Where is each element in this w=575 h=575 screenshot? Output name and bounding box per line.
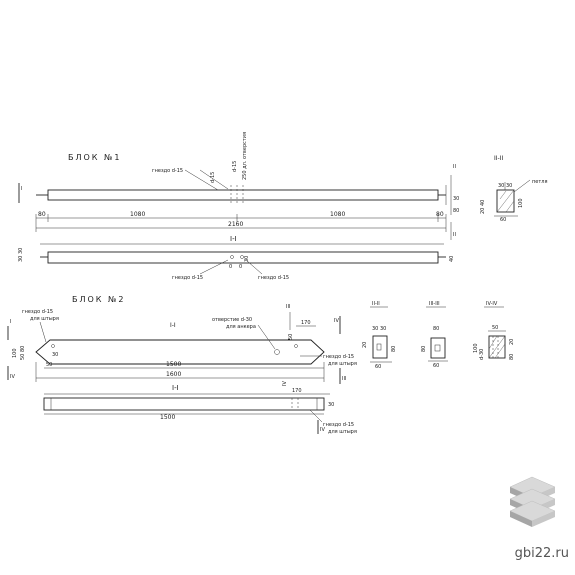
block1-section-tag: петля <box>532 179 547 185</box>
block2-mark-top: III <box>286 304 290 310</box>
block1-hole-label-small: d-15 <box>210 172 216 183</box>
block1-plan-mid-dim-3: 30 <box>244 256 250 262</box>
block1-elevation: I II 30 80 <box>18 164 459 215</box>
block1-section-mark-left: I <box>21 186 22 192</box>
block2-plan-beam <box>43 397 325 411</box>
block1-plan-label: I-I <box>230 235 237 243</box>
block2-dimensions: 50 1500 1600 III <box>35 361 346 384</box>
block1-dimensions: 80 1080 1080 80 2160 II <box>35 211 456 240</box>
block2-mark-left: I <box>10 319 11 325</box>
block1-dim-left: 80 <box>38 211 46 218</box>
block1-plan: I-I 30 30 40 0 0 30 гнездо d-15 гнездо d… <box>18 235 455 281</box>
block2-title: БЛОК №2 <box>72 295 125 304</box>
block1-section-dim-bottom: 60 <box>500 217 506 223</box>
block2-dim-1500: 1500 <box>166 361 181 368</box>
block2-elevation: 30 100 50 80 IV <box>7 339 325 380</box>
block2-sec-a-dim-top: 30 30 <box>372 326 386 332</box>
block1-dim-right: 80 <box>436 211 444 218</box>
block1-dim-left-half: 1080 <box>130 211 145 218</box>
block2-inside-dim: 30 <box>52 352 58 358</box>
block1-plan-beam <box>47 251 439 264</box>
block2-sec-c-title: IV-IV <box>486 301 498 307</box>
block2-sec-a-title: II-II <box>372 301 380 307</box>
block1-dim-total: 2160 <box>228 221 243 228</box>
block2-plan-mark-2: IV <box>320 427 325 433</box>
block1-section-mark-bottom: II <box>453 232 456 238</box>
block2-hole-label-bottom-2: для штыря <box>328 429 357 435</box>
block1-side-dim-2: 80 <box>453 208 459 214</box>
block1-dim-right-half: 1080 <box>330 211 345 218</box>
block1-vertical-note-2: 250 дл. отверстия <box>242 132 248 180</box>
block1-plan-dim-right: 40 <box>449 256 455 262</box>
block2-section-b: III-III 80 80 60 <box>421 301 448 369</box>
block1-side-dim-1: 30 <box>453 196 459 202</box>
block2-mark-lower: IV <box>10 374 15 380</box>
block2-sec-b-dim-top: 80 <box>433 326 439 332</box>
block2-section-a: II-II 30 30 80 20 60 <box>362 301 397 370</box>
block1-title: БЛОК №1 <box>68 153 121 162</box>
block2-sec-b-dim-side: 80 <box>421 346 427 352</box>
block2-mark-right: IV <box>334 318 339 324</box>
block1-hole-label-plan-right: гнездо d-15 <box>258 275 289 281</box>
block2-beam <box>35 339 325 365</box>
block2-sec-b-dim-bottom: 60 <box>433 363 439 369</box>
block2-sec-b-title: III-III <box>429 301 440 307</box>
block2-sec-c-dim-side: 100 <box>473 343 479 353</box>
block2-hole-label-left-2: для штыря <box>30 316 59 322</box>
block1-section: II-II петля 30 30 20 40 100 60 <box>480 155 547 223</box>
block2-sec-c-dim-side-4: 80 <box>509 354 515 360</box>
block2-hole-label-bottom-1: гнездо d-15 <box>323 422 354 428</box>
block1-section-mark-right: II <box>453 164 456 170</box>
block2-left-dims: 100 <box>12 348 18 358</box>
block2-sec-a-dim-bottom: 60 <box>375 364 381 370</box>
block2-plan-title: I-I <box>172 384 179 392</box>
block1-hole-labels: гнездо d-15 d-15 d-15 250 дл. отверстия <box>152 132 248 191</box>
block2-plan-dim-30: 30 <box>328 402 334 408</box>
block1-vertical-note-1: d-15 <box>232 161 238 172</box>
block1-section-dim-side-2: 100 <box>518 198 524 208</box>
block2-section-c: IV-IV 50 100 d-30 20 80 <box>473 301 515 360</box>
stacked-slabs-icon <box>509 476 556 527</box>
block2-sec-c-dim-side-3: 20 <box>509 339 515 345</box>
block2-sec-c-dim-top: 50 <box>492 325 498 331</box>
block2-plan-dim-1500: 1500 <box>160 414 175 421</box>
block2-opening-label-1: отверстие d-30 <box>212 317 252 323</box>
block2-plan-mark: IV <box>282 381 288 386</box>
block2-left-dims-2: 50 80 <box>20 346 26 360</box>
block2-plan: I-I 170 IV 1500 30 IV гнездо d-15 для шт… <box>43 381 357 435</box>
block1-plan-dim-left: 30 30 <box>18 248 24 262</box>
block2-dim-1600: 1600 <box>166 371 181 378</box>
block1-plan-mid-dim-1: 0 <box>229 264 232 270</box>
block1-section-dim-top: 30 30 <box>498 183 512 189</box>
block2-sec-a-dim-side: 80 <box>391 346 397 352</box>
block2-dim-170: 170 <box>301 320 311 326</box>
block2-plan-dim-170: 170 <box>292 388 302 394</box>
block2-sec-c-dim-side-2: d-30 <box>479 349 485 360</box>
block2-hole-label-mid-1: гнездо d-15 <box>323 354 354 360</box>
block2-hole-label-mid-2: для штыря <box>328 361 357 367</box>
block2-section-ref-top: I-I <box>170 322 176 329</box>
block1-section-dim-side-1: 20 40 <box>480 200 486 214</box>
watermark-site: gbi22.ru <box>514 546 569 561</box>
block2-mark-right-2: III <box>342 376 346 382</box>
block1-section-title: II-II <box>494 155 503 162</box>
block1-hole-label-plan-left: гнездо d-15 <box>172 275 203 281</box>
block1-hole-label: гнездо d-15 <box>152 168 183 174</box>
block2-opening-label-2: для анкера <box>226 324 256 330</box>
block2-sec-a-dim-side-2: 20 <box>362 342 368 348</box>
block2-dim-50-left: 50 <box>46 362 52 368</box>
block2-hole-label-left-1: гнездо d-15 <box>22 309 53 315</box>
block1-plan-mid-dim-2: 0 <box>239 264 242 270</box>
block2-dim-50-right: 50 <box>288 334 294 340</box>
